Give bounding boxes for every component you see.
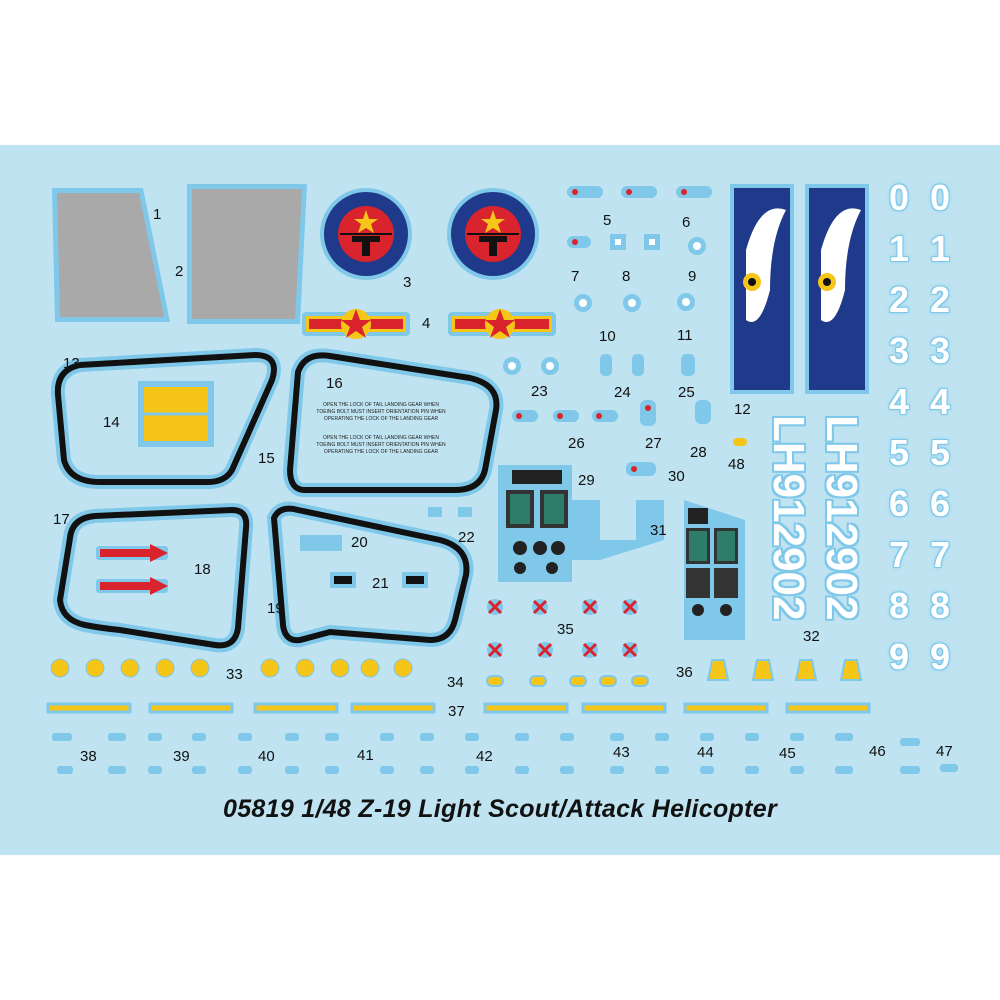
tail-digit-1: 1 [930, 228, 951, 269]
decal-number: 20 [351, 534, 368, 551]
serial-number-vertical-b: LH912902 [817, 415, 866, 621]
anchor-marking-icon [50, 658, 413, 678]
tail-digit-0: 0 [930, 177, 951, 218]
tail-digit-3: 3 [930, 330, 951, 371]
yellow-marking-34 [486, 675, 649, 687]
tail-digit-2: 2 [930, 279, 951, 320]
decal-number: 18 [194, 561, 211, 578]
tiny-stencil-row [52, 733, 958, 774]
decal-number: 44 [697, 744, 714, 761]
serial-number-vertical-a: LH912902 [764, 415, 813, 621]
decal-number: 34 [447, 674, 464, 691]
decal-number: 47 [936, 743, 953, 760]
canopy-stencil-text-1: OPEN THE LOCK OF TAIL LANDING GEAR WHEN … [316, 402, 446, 422]
decal-number: 17 [53, 511, 70, 528]
aerobatic-team-roundel-icon [447, 188, 539, 280]
decal-number: 8 [622, 268, 631, 285]
tail-digit-5: 5 [889, 432, 910, 473]
canopy-frame-17 [52, 502, 254, 653]
decal-number: 43 [613, 744, 630, 761]
canopy-frame-15 [282, 348, 504, 497]
tail-digit-4: 4 [930, 381, 951, 422]
decal-number: 40 [258, 748, 275, 765]
tail-digit-6: 6 [930, 483, 951, 524]
decal-number: 19 [267, 600, 284, 617]
decal-number: 35 [557, 621, 574, 638]
grey-panel-2 [187, 184, 307, 324]
tail-digit-4: 4 [889, 381, 910, 422]
decal-number: 5 [603, 212, 612, 229]
decal-number: 29 [578, 472, 595, 489]
decal-number: 33 [226, 666, 243, 683]
yellow-strip-37 [46, 702, 871, 714]
decal-number: 31 [650, 522, 667, 539]
grey-panel-1 [52, 188, 170, 322]
red-arrow-icon [96, 577, 168, 595]
decal-number: 9 [688, 268, 697, 285]
tail-digit-9: 9 [889, 636, 910, 677]
instrument-panel-31 [684, 500, 745, 640]
decal-number: 32 [803, 628, 820, 645]
canopy-frame-13 [50, 347, 281, 489]
winged-emblem-icon [805, 184, 869, 394]
decal-number: 1 [153, 206, 162, 223]
decal-number: 30 [668, 468, 685, 485]
decal-number: 42 [476, 748, 493, 765]
sheet-title: 05819 1/48 Z-19 Light Scout/Attack Helic… [223, 795, 777, 823]
tail-digit-1: 1 [889, 228, 910, 269]
decal-number: 41 [357, 747, 374, 764]
decal-number: 23 [531, 383, 548, 400]
aerobatic-team-roundel-icon [320, 188, 412, 280]
tail-digit-7: 7 [930, 534, 951, 575]
decal-number: 15 [258, 450, 275, 467]
tail-digit-9: 9 [930, 636, 951, 677]
yellow-panel-14 [138, 381, 214, 447]
national-insignia-star-icon [302, 309, 410, 339]
decal-number: 14 [103, 414, 120, 431]
decal-number: 10 [599, 328, 616, 345]
decal-number: 3 [403, 274, 412, 291]
decal-number: 45 [779, 745, 796, 762]
tail-digit-2: 2 [889, 279, 910, 320]
red-arrow-icon [96, 544, 168, 562]
tail-digit-7: 7 [889, 534, 910, 575]
yellow-marking-36 [706, 659, 863, 681]
red-x-marking-icon [487, 599, 638, 658]
decal-number: 7 [571, 268, 580, 285]
decal-number: 4 [422, 315, 431, 332]
decal-number: 24 [614, 384, 631, 401]
canopy-stencil-text-2: OPEN THE LOCK OF TAIL LANDING GEAR WHEN … [316, 435, 446, 455]
decal-number: 38 [80, 748, 97, 765]
decal-number: 25 [678, 384, 695, 401]
canopy-frame-19 [266, 501, 474, 648]
winged-emblem-icon [730, 184, 794, 394]
decal-number: 22 [458, 529, 475, 546]
decal-number: 2 [175, 263, 184, 280]
tail-digit-8: 8 [930, 585, 951, 626]
decal-number: 6 [682, 214, 691, 231]
decal-number: 37 [448, 703, 465, 720]
decal-number: 13 [63, 355, 80, 372]
instrument-panel-29 [498, 465, 664, 582]
tail-digit-5: 5 [930, 432, 951, 473]
decal-number: 39 [173, 748, 190, 765]
tail-digit-8: 8 [889, 585, 910, 626]
decal-number: 28 [690, 444, 707, 461]
decal-number: 16 [326, 375, 343, 392]
national-insignia-star-icon [448, 309, 556, 339]
decal-number: 27 [645, 435, 662, 452]
decal-number: 36 [676, 664, 693, 681]
decal-number: 12 [734, 401, 751, 418]
decal-number: 26 [568, 435, 585, 452]
tail-digit-3: 3 [889, 330, 910, 371]
decal-number: 21 [372, 575, 389, 592]
decal-number: 46 [869, 743, 886, 760]
small-stencil-markings [503, 186, 747, 476]
tail-digit-6: 6 [889, 483, 910, 524]
decal-number: 48 [728, 456, 745, 473]
decal-number: 11 [677, 327, 693, 344]
tail-digit-0: 0 [889, 177, 910, 218]
